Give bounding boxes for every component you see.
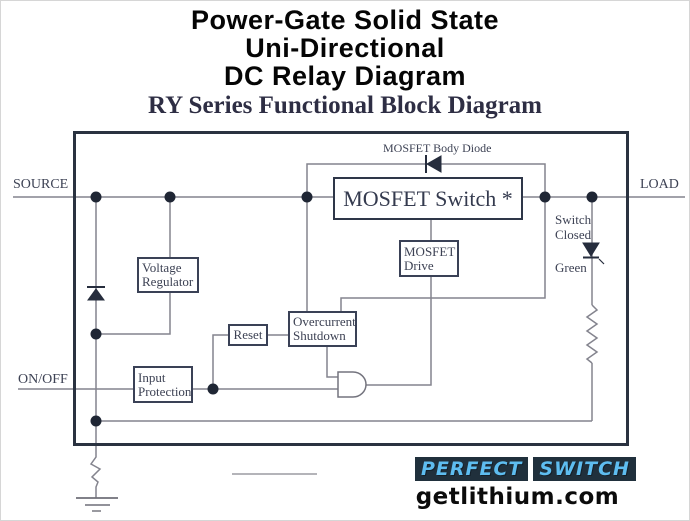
voltage-regulator-label: Voltage Regulator [142,260,194,289]
mosfet-switch-block: MOSFET Switch * [333,177,523,220]
mosfet-switch-label: MOSFET Switch * [343,185,513,211]
title-line-2: Uni-Directional [245,33,445,63]
reset-label: Reset [233,327,263,342]
junction-dot [586,191,598,203]
input-protection-label: Input Protection [138,369,192,399]
title-line-3: DC Relay Diagram [223,61,467,91]
reset-left-wire [212,334,228,389]
source-terminal-label: SOURCE [13,177,69,192]
junction-dot [301,191,313,203]
brand-word-perfect: PERFECT [415,457,529,481]
clamp-diode-icon [87,288,105,301]
perfect-switch-logo: PERFECT SWITCH [415,457,636,481]
junction-dot [90,415,102,427]
drive-gate-wire [366,277,432,386]
page-title: Power-Gate Solid State Uni-Directional D… [0,6,690,90]
ground-lead-wire [89,445,102,498]
led-ray-icon [598,258,605,265]
junction-dot [164,191,176,203]
overcurrent-shutdown-label: Overcurrent Shutdown [293,314,356,343]
input-protection-block: Input Protection [133,366,193,403]
diode-symbols [87,155,605,301]
voltage-regulator-block: Voltage Regulator [137,257,199,293]
shutdown-gate-wire [326,347,338,378]
feedback-wire [340,197,546,311]
block-diagram-border [73,131,629,446]
resistor-icon [585,304,599,364]
regulator-bottom-wire [96,293,171,335]
junction-dot [90,328,102,340]
brand-word-switch: SWITCH [533,457,636,481]
reset-block: Reset [228,324,268,346]
load-terminal-label: LOAD [640,177,679,192]
and-gate-icon [337,371,367,398]
onoff-terminal-label: ON/OFF [18,372,68,387]
body-diode-icon [425,155,442,173]
junction-dots [90,191,598,427]
mosfet-drive-label: MOSFET Drive [404,243,456,273]
title-line-1: Power-Gate Solid State [190,5,500,35]
overcurrent-shutdown-block: Overcurrent Shutdown [288,311,357,347]
body-diode-label: MOSFET Body Diode [383,141,492,155]
diagram-subtitle: RY Series Functional Block Diagram [147,92,542,119]
junction-dot [539,191,551,203]
junction-dot [90,191,102,203]
website-text: getlithium.com [415,484,620,510]
led-icon [582,242,600,257]
mosfet-drive-block: MOSFET Drive [399,240,459,277]
led-color-label: Green [555,260,587,275]
junction-dot [207,383,219,395]
ground-icon [76,497,118,512]
switch-closed-label: Switch Closed [555,212,592,242]
